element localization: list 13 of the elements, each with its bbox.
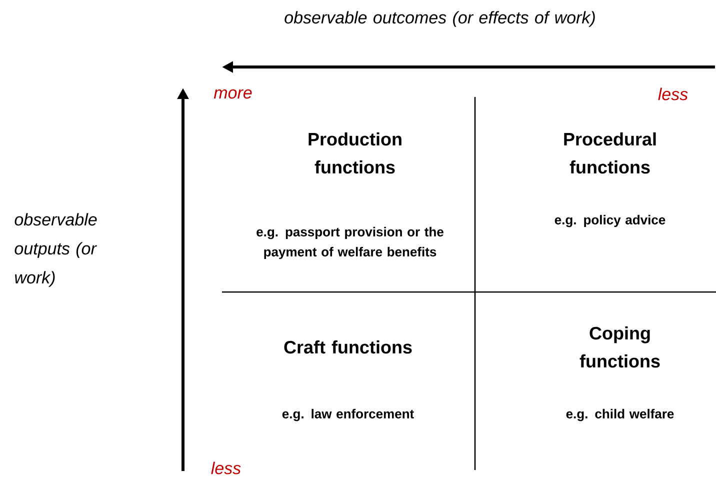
axis-label: observable outcomes (or effects of work) (284, 11, 595, 27)
quadrant-heading: Craft functions (284, 340, 412, 354)
scale-label: less (658, 88, 688, 100)
quadrant-heading: Production functions (308, 132, 402, 174)
scale-label: more (214, 89, 252, 99)
scale-label: less (211, 462, 241, 474)
quadrant-example: e.g. child welfare (566, 408, 674, 422)
quadrant-example: e.g. policy advice (554, 214, 666, 228)
quadrant-heading: Procedural functions (564, 132, 656, 174)
quadrant-example: e.g. law enforcement (282, 408, 414, 422)
axis-label: observable outputs (or work) (14, 213, 97, 287)
quadrant-heading: Coping functions (580, 326, 660, 368)
quadrant-example: e.g. passport provision or the payment of welfare benefits (256, 226, 444, 260)
